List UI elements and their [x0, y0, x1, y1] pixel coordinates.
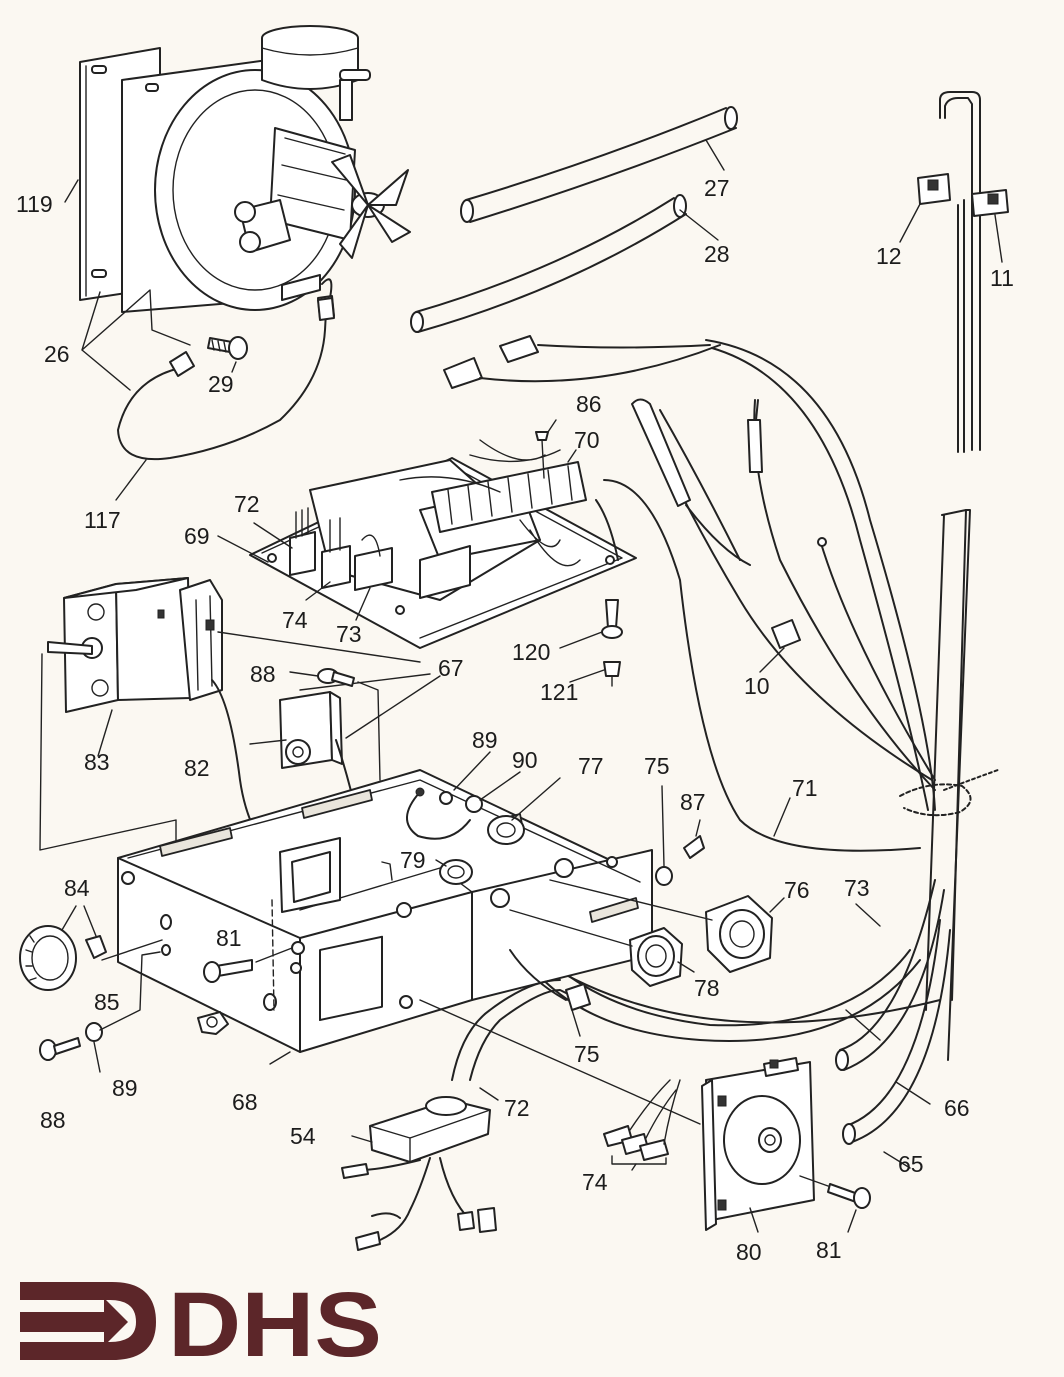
cable-gland-78: [629, 927, 683, 987]
part-label: 83: [84, 749, 110, 775]
part-label: 12: [876, 243, 902, 269]
part-label: 65: [898, 1151, 924, 1177]
control-pcb-69: [249, 439, 637, 649]
part-label: 81: [216, 925, 242, 951]
part-label: 74: [282, 607, 308, 633]
tube-27: [460, 106, 738, 223]
part-label: 67: [438, 655, 464, 681]
part-label: 87: [680, 789, 706, 815]
part-label: 80: [736, 1239, 762, 1265]
part-label: 79: [400, 847, 426, 873]
dhs-logo: DHS: [20, 1274, 382, 1376]
control-module-54: [341, 1096, 497, 1251]
part-label: 66: [944, 1095, 970, 1121]
part-label: 89: [472, 727, 498, 753]
part-label: 76: [784, 877, 810, 903]
part-label: 89: [112, 1075, 138, 1101]
part-label: 120: [512, 639, 550, 665]
pressure-switch-80: [701, 1057, 815, 1231]
part-label: 82: [184, 755, 210, 781]
part-label: 27: [704, 175, 730, 201]
grommets: [406, 787, 525, 885]
screw-88-lower: [39, 1037, 81, 1061]
screw-88-upper: [317, 668, 355, 687]
arrow-logo-icon: [20, 1282, 156, 1360]
part-label: 75: [574, 1041, 600, 1067]
part-label: 74: [582, 1169, 608, 1195]
part-label: 73: [336, 621, 362, 647]
thermostat-83: [47, 577, 223, 713]
part-label: 70: [574, 427, 600, 453]
part-label: 86: [576, 391, 602, 417]
part-label: 77: [578, 753, 604, 779]
part-label: 69: [184, 523, 210, 549]
tube-28: [410, 194, 687, 333]
part-label: 28: [704, 241, 730, 267]
part-label: 54: [290, 1123, 316, 1149]
dhs-logo-text: DHS: [168, 1274, 382, 1376]
part-label: 72: [234, 491, 260, 517]
part-label: 119: [16, 191, 53, 217]
part-label: 75: [644, 753, 670, 779]
part-label: 117: [84, 507, 121, 533]
cable-gland-76: [705, 895, 773, 973]
thermostat-knob-84: [19, 925, 107, 991]
part-label: 84: [64, 875, 90, 901]
part-label: 78: [694, 975, 720, 1001]
part-label: 121: [540, 679, 578, 705]
part-label: 29: [208, 371, 234, 397]
part-label: 85: [94, 989, 120, 1015]
spade-terminals-74: [603, 1079, 681, 1165]
part-number-labels: 119 26 29 117 27 28 12 11 86 70 72 69 74…: [16, 175, 1014, 1265]
part-label: 81: [816, 1237, 842, 1263]
part-label: 10: [744, 673, 770, 699]
screw-120-121: [601, 599, 623, 687]
screw-29: [207, 336, 248, 360]
earth-cable-117: [117, 297, 335, 461]
part-label: 72: [504, 1095, 530, 1121]
wiring-harness: [443, 335, 936, 852]
part-label: 11: [990, 265, 1014, 291]
part-label: 26: [44, 341, 70, 367]
part-label: 90: [512, 747, 538, 773]
part-label: 71: [792, 775, 818, 801]
part-label: 73: [844, 875, 870, 901]
part-label: 88: [250, 661, 276, 687]
screw-81-pressure-switch: [827, 1183, 871, 1209]
screw-81-case: [203, 959, 253, 983]
part-label: 88: [40, 1107, 66, 1133]
part-label: 68: [232, 1089, 258, 1115]
fan-assembly: [79, 25, 411, 319]
electrode-assembly: [917, 91, 1009, 453]
